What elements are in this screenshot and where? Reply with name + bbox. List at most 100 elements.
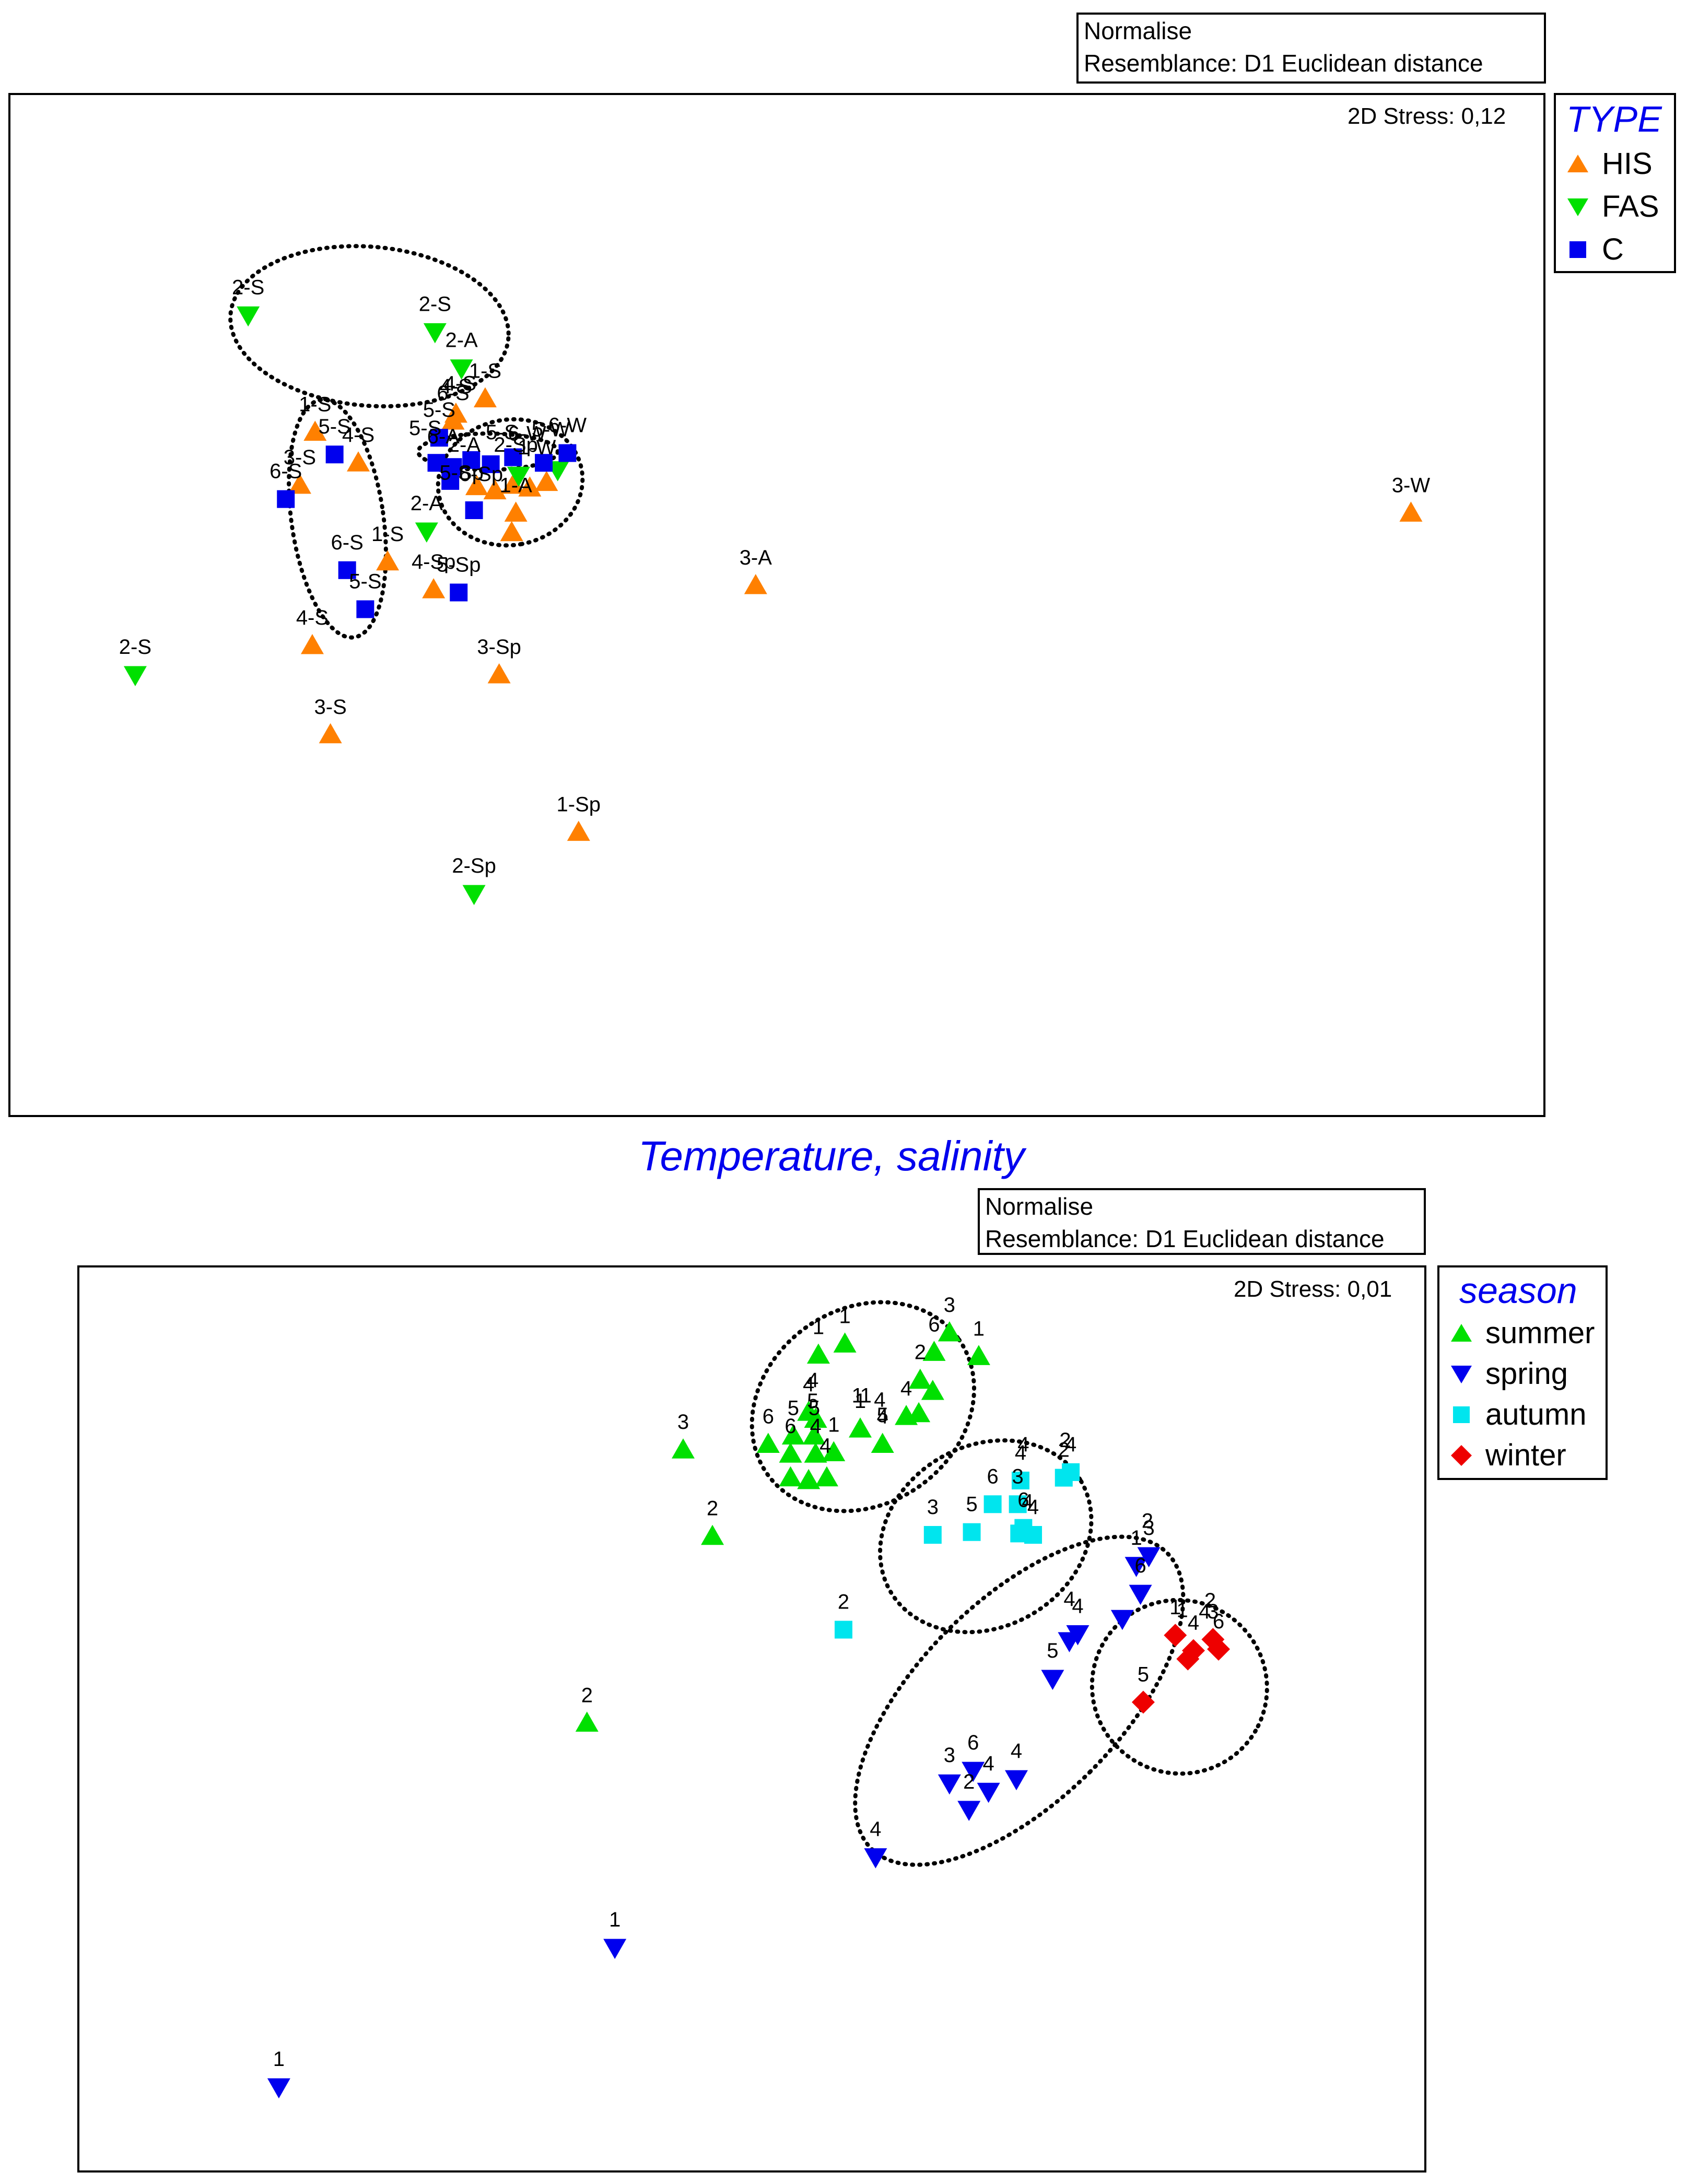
chart2-point-label-summer-4: 1 (973, 1317, 985, 1340)
chart1-method-note: Normalise Resemblance: D1 Euclidean dist… (1076, 13, 1546, 84)
chart1-point-label-c-2: 5-S (319, 415, 351, 438)
chart2-point-label-summer-8: 4 (900, 1377, 912, 1400)
chart1-point-c-14 (356, 600, 374, 618)
chart2-point-summer-14 (756, 1432, 780, 1453)
chart2-point-summer-16 (804, 1442, 827, 1463)
chart2-annotation-12: 4 (1063, 1588, 1075, 1611)
chart1-point-label-his-18: 3-S (314, 696, 347, 719)
chart2-point-label-spring-7: 5 (1047, 1639, 1058, 1662)
chart1-point-label-his-2: 4-S (440, 375, 472, 398)
chart2-point-summer-1 (806, 1343, 830, 1364)
chart1-point-his-8 (483, 479, 507, 500)
chart2-point-label-spring-12: 4 (1011, 1740, 1022, 1763)
chart2-point-label-spring-14: 1 (609, 1908, 620, 1931)
chart1-plot-frame (8, 93, 1545, 1117)
chart1-point-c-2 (325, 445, 344, 464)
chart2-point-spring-7 (1041, 1670, 1064, 1690)
chart1-point-his-17 (487, 663, 511, 684)
chart1-legend-title: TYPE (1566, 99, 1662, 139)
chart1-point-his-19 (744, 574, 767, 594)
chart1-point-label-his-5: 4-S (342, 424, 374, 447)
orange-triangle-up-icon (1567, 154, 1588, 172)
chart2-annotation-13: 2 (1142, 1510, 1153, 1533)
chart1-point-c-9 (535, 454, 553, 472)
chart1-point-label-fas-6: 2-A (411, 492, 443, 515)
chart1-point-label-c-13: 6-S (331, 531, 364, 554)
chart2-title: Temperature, salinity (638, 1133, 1025, 1179)
chart2-point-label-summer-2: 1 (839, 1305, 851, 1328)
chart2-annotation-11: 4 (1022, 1490, 1033, 1513)
chart1-legend: TYPE HIS FAS C (1554, 93, 1676, 273)
chart1-point-his-18 (319, 723, 342, 744)
chart2-point-spring-2 (1137, 1547, 1161, 1568)
chart2-point-spring-14 (603, 1939, 627, 1959)
chart2-cluster-ellipse-3 (853, 1534, 1186, 1867)
chart1-point-c-8 (504, 448, 522, 466)
chart2-point-label-autumn-2: 2 (1058, 1439, 1070, 1462)
chart1-annotation-8: 5-Sp (439, 461, 484, 484)
red-diamond-icon (1451, 1445, 1472, 1466)
chart2-point-summer-20 (779, 1466, 802, 1487)
chart2-legend-title: season (1459, 1270, 1577, 1311)
chart2-legend-item-summer: summer (1449, 1316, 1595, 1351)
chart1-point-label-c-3: 6-S (270, 460, 302, 483)
chart1-note-line-1: Normalise (1084, 17, 1192, 44)
chart2-point-label-autumn-3: 4 (1065, 1433, 1076, 1456)
chart1-legend-item-c: C (1565, 232, 1624, 267)
chart2-point-autumn-5 (1009, 1495, 1027, 1513)
chart1-point-fas-1 (237, 306, 260, 327)
green-triangle-down-icon (1567, 198, 1588, 216)
chart2-point-label-summer-18: 1 (854, 1390, 866, 1413)
chart1-point-his-13 (500, 521, 523, 542)
chart2-point-spring-3 (1129, 1584, 1152, 1605)
chart2-annotation-7: 1 (852, 1384, 863, 1407)
chart1-legend-label-c: C (1602, 232, 1624, 266)
chart2-point-summer-19 (871, 1432, 894, 1453)
chart2-point-autumn-8 (963, 1523, 981, 1541)
chart2-annotation-14: 4 (1017, 1433, 1029, 1456)
chart2-point-summer-7 (921, 1380, 944, 1400)
chart1-annotation-9: 6-Sp (459, 463, 503, 486)
chart2-point-winter-3 (1176, 1647, 1200, 1671)
chart2-point-autumn-3 (1062, 1463, 1080, 1481)
chart2-point-summer-25 (575, 1711, 599, 1732)
chart2-point-spring-12 (1005, 1770, 1028, 1791)
chart1-point-his-15 (422, 578, 446, 598)
chart1-cluster-ellipse-1 (228, 244, 511, 408)
chart2-point-label-summer-16: 4 (810, 1415, 821, 1438)
chart1-point-label-fas-2: 2-S (419, 292, 451, 315)
chart2-point-label-spring-9: 6 (967, 1731, 979, 1754)
chart1-legend-item-his: HIS (1565, 146, 1653, 181)
chart1-point-fas-7 (123, 666, 147, 686)
chart2-point-label-spring-11: 2 (963, 1770, 975, 1793)
chart1-point-his-21 (567, 820, 590, 841)
chart2-point-label-autumn-1: 4 (1015, 1441, 1026, 1464)
chart1-point-label-fas-1: 2-S (232, 276, 264, 299)
chart1-point-fas-2 (423, 323, 447, 344)
chart1-stress-value: 2D Stress: 0,12 (1348, 103, 1506, 129)
chart1-annotation-5: 5-S (486, 421, 518, 444)
chart1-point-his-11 (535, 471, 558, 491)
chart2-annotation-10: 5 (807, 1390, 818, 1413)
chart2-point-label-autumn-8: 5 (966, 1493, 977, 1516)
chart2-point-label-summer-1: 1 (813, 1316, 824, 1339)
chart1-point-his-6 (288, 473, 311, 494)
chart1-point-his-12 (504, 501, 528, 522)
chart2-point-label-autumn-4: 6 (987, 1465, 999, 1488)
chart2-point-label-winter-5: 6 (1213, 1610, 1224, 1633)
chart2-point-label-spring-3: 6 (1134, 1554, 1146, 1577)
chart1-point-his-9 (501, 473, 525, 494)
chart2-point-spring-9 (962, 1762, 985, 1782)
chart2-point-label-autumn-11: 2 (838, 1591, 849, 1614)
chart1-point-c-12 (465, 501, 483, 520)
chart2-point-label-spring-2: 3 (1143, 1517, 1154, 1540)
chart2-point-label-summer-15: 6 (784, 1415, 796, 1438)
chart2-legend-label-winter: winter (1485, 1438, 1566, 1472)
chart2-point-label-summer-3: 3 (944, 1294, 955, 1317)
chart1-cluster-ellipse-2 (287, 397, 388, 640)
chart2-note-line-2: Resemblance: D1 Euclidean distance (985, 1225, 1385, 1252)
chart2-legend-item-winter: winter (1449, 1438, 1566, 1473)
chart2-point-label-spring-10: 4 (982, 1752, 994, 1775)
chart2-point-summer-13 (802, 1424, 826, 1445)
